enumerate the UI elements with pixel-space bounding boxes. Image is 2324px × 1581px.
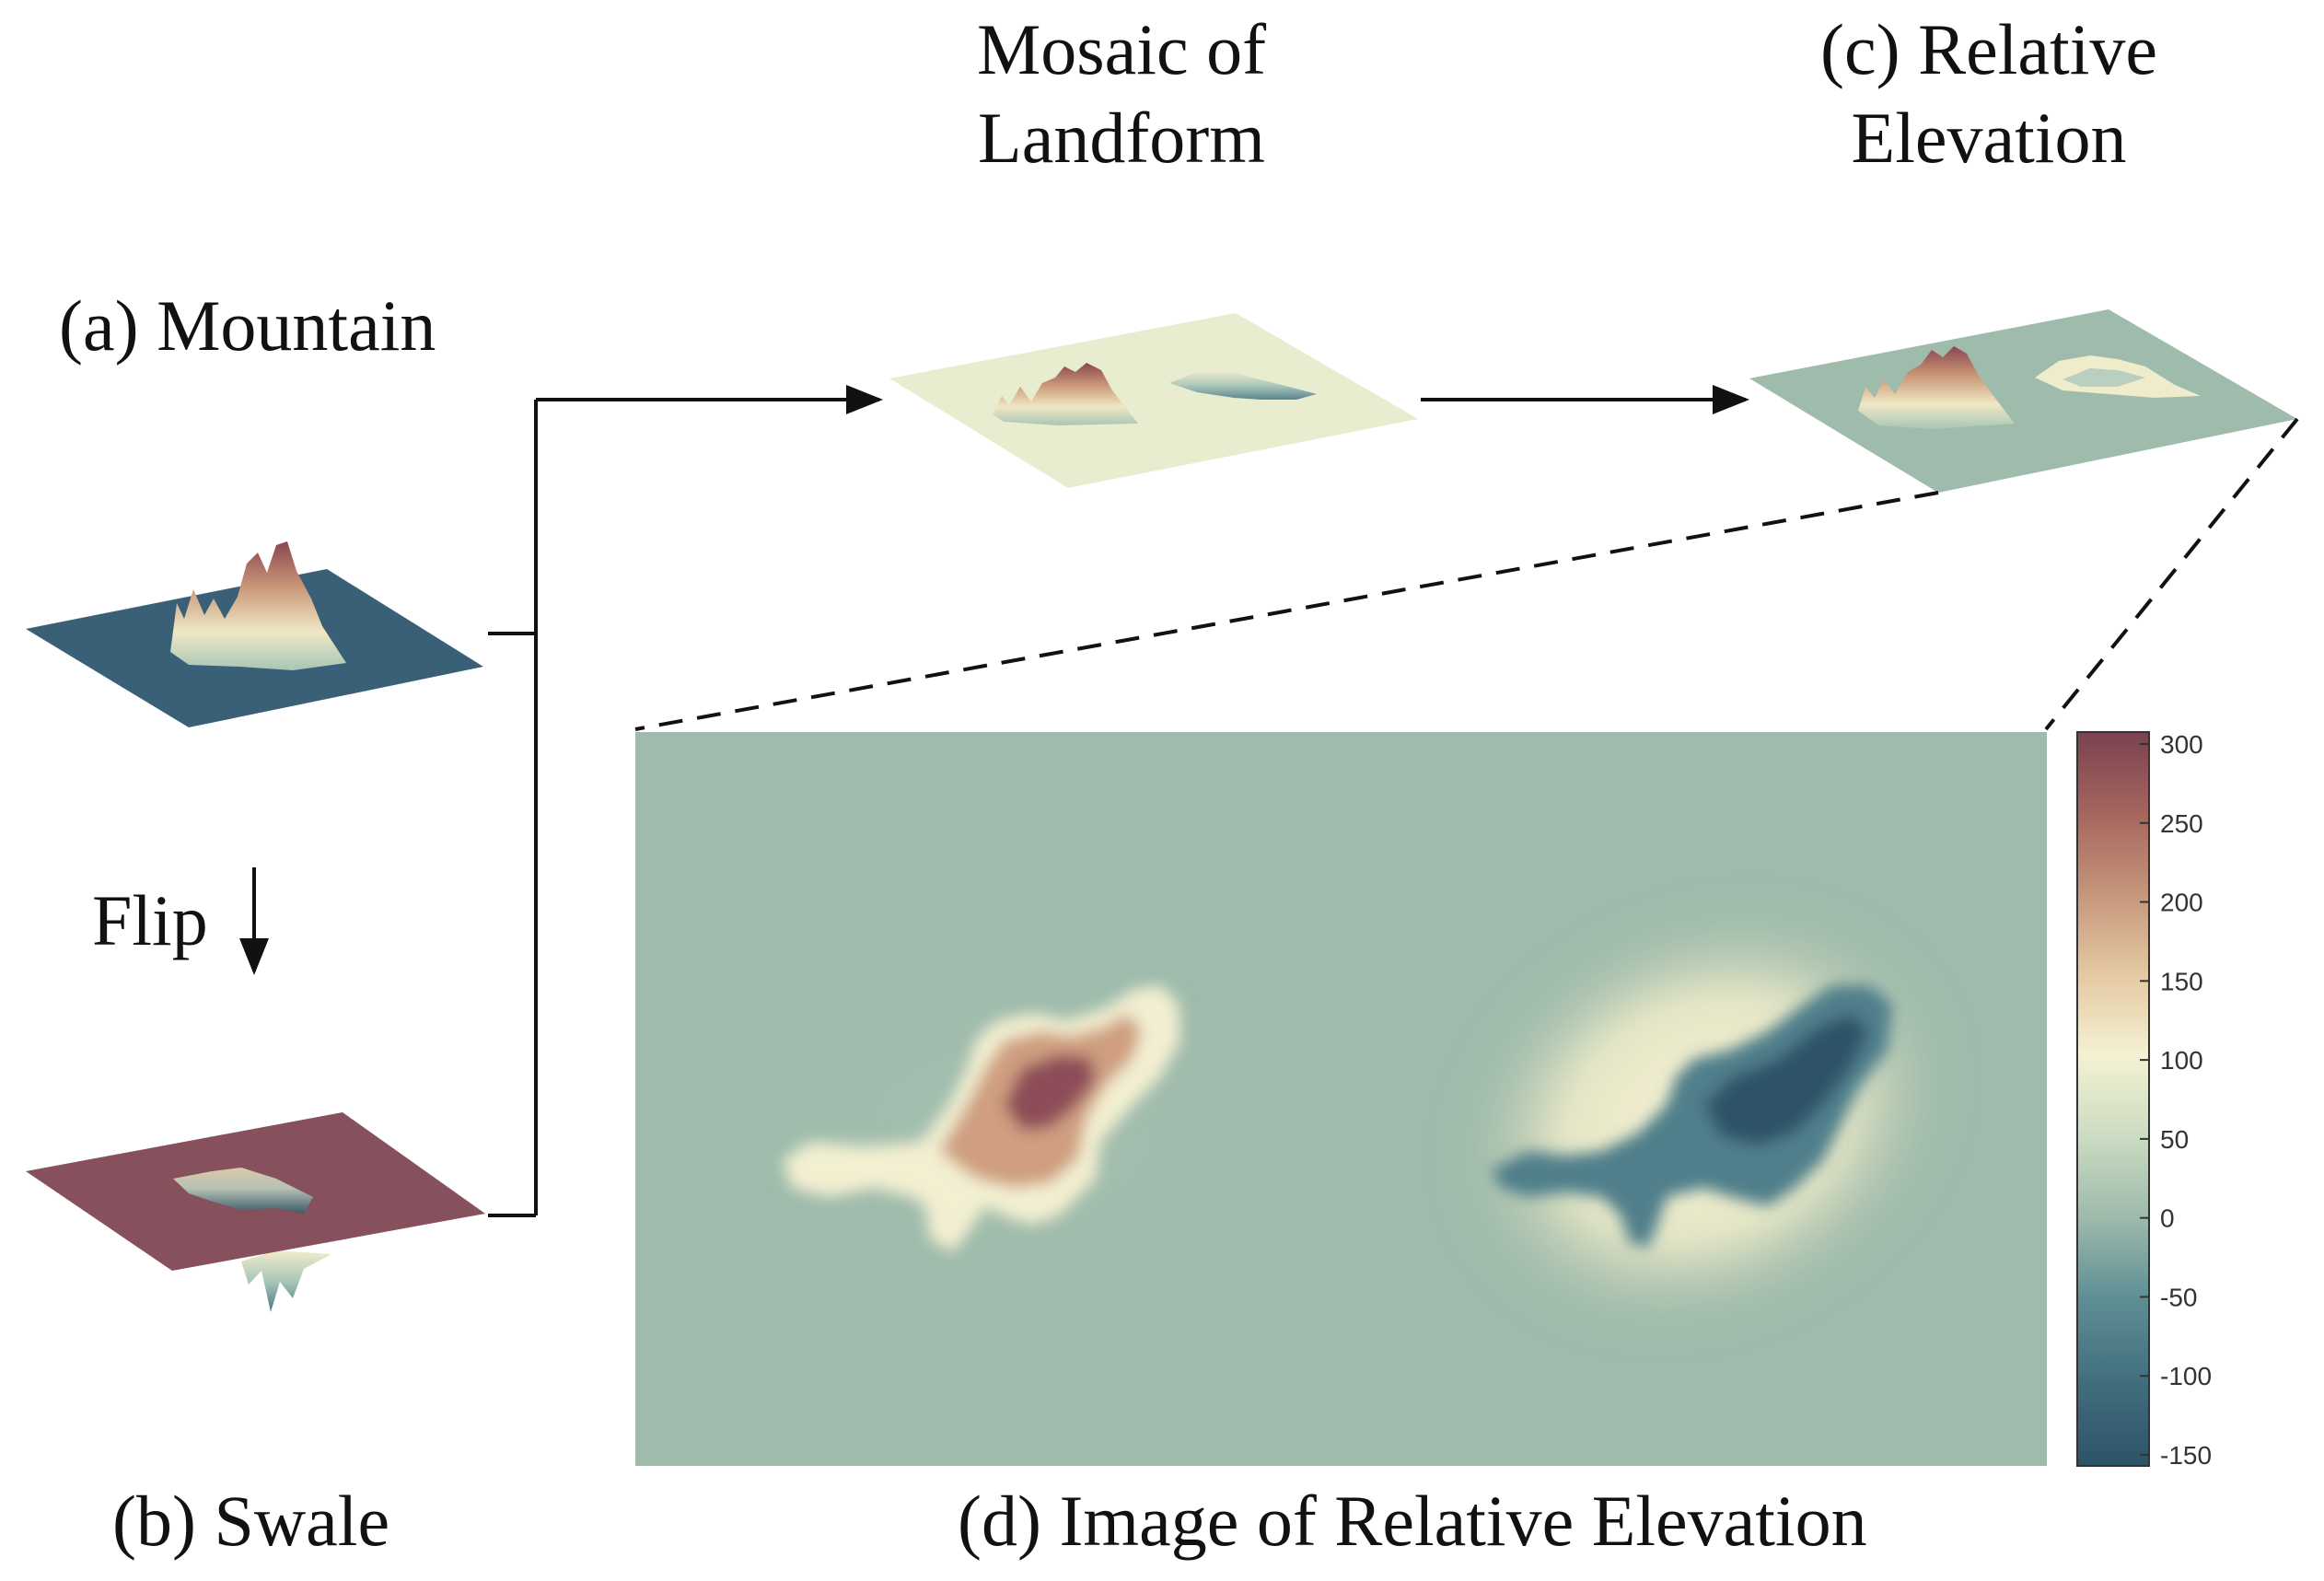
relative-elevation-map bbox=[635, 732, 2047, 1466]
colorbar-tick-label: 50 bbox=[2160, 1125, 2189, 1154]
mosaic-surface bbox=[889, 313, 1418, 488]
colorbar-tick-label: -150 bbox=[2160, 1441, 2212, 1470]
mosaic-title-line1: Mosaic of bbox=[976, 9, 1267, 89]
relative-elevation-title-line2: Elevation bbox=[1851, 98, 2127, 178]
colorbar-tick-label: 100 bbox=[2160, 1046, 2203, 1075]
colorbar: 300 250 200 150 100 50 0 -50 -100 -150 bbox=[2076, 730, 2212, 1470]
merge-connector bbox=[488, 385, 883, 1217]
colorbar-tick-label: 250 bbox=[2160, 809, 2203, 838]
mountain-label: (a) Mountain bbox=[59, 285, 436, 366]
image-of-relative-elevation-label: (d) Image of Relative Elevation bbox=[958, 1481, 1867, 1561]
zoom-lines bbox=[634, 417, 2299, 731]
flip-label: Flip bbox=[92, 880, 208, 960]
relative-elevation-title-line1: (c) Relative bbox=[1820, 9, 2157, 89]
swale-surface bbox=[26, 1112, 485, 1312]
swale-label: (b) Swale bbox=[112, 1481, 390, 1561]
colorbar-tick-label: 0 bbox=[2160, 1204, 2175, 1233]
colorbar-gradient bbox=[2076, 731, 2150, 1467]
colorbar-tick-label: 300 bbox=[2160, 730, 2203, 759]
relative-elevation-surface bbox=[1749, 309, 2297, 493]
mountain-surface bbox=[26, 541, 483, 727]
colorbar-tick-label: 150 bbox=[2160, 967, 2203, 995]
mosaic-title-line2: Landform bbox=[978, 98, 1265, 178]
colorbar-tick-label: -100 bbox=[2160, 1362, 2212, 1390]
colorbar-tick-label: -50 bbox=[2160, 1283, 2197, 1311]
colorbar-ticks: 300 250 200 150 100 50 0 -50 -100 -150 bbox=[2140, 730, 2212, 1470]
colorbar-tick-label: 200 bbox=[2160, 889, 2203, 917]
